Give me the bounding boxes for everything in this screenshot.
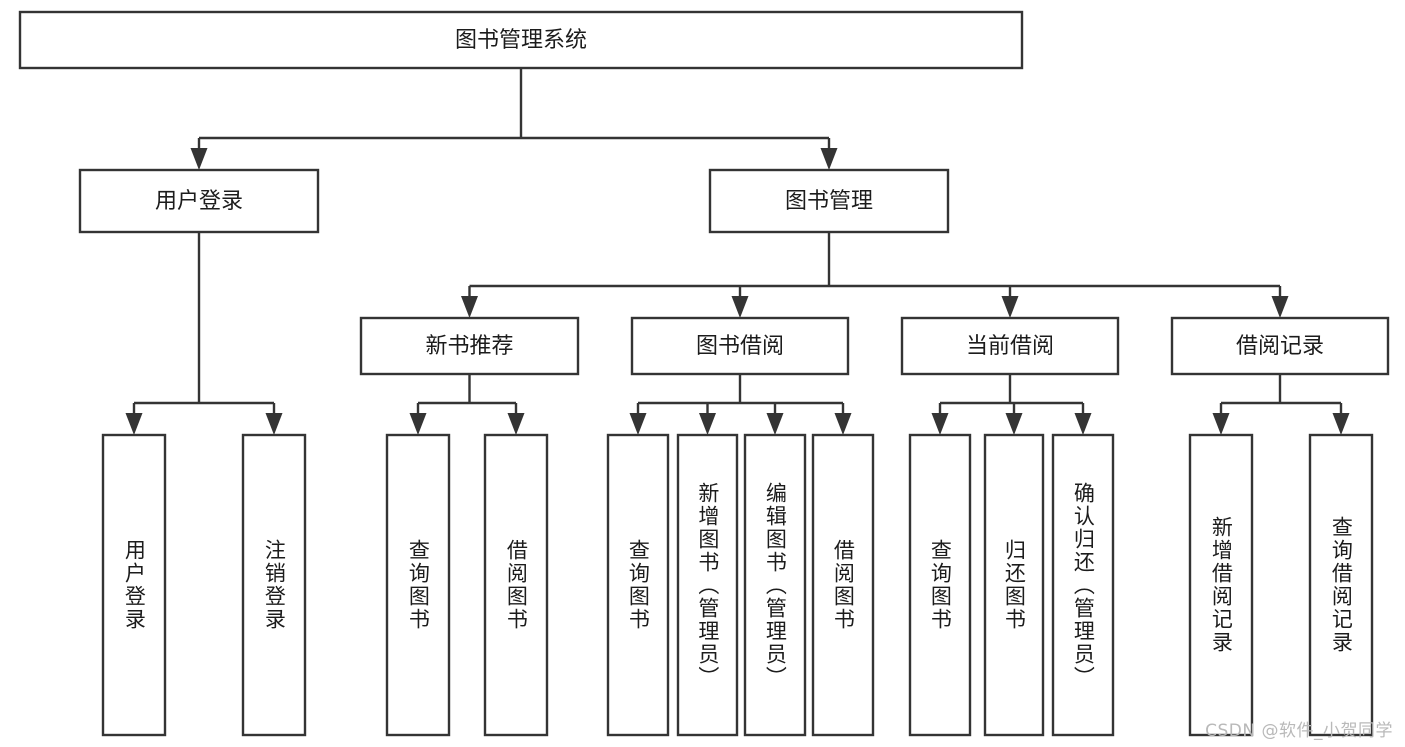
node-leaf-query-book-1[interactable]: 查询图书 xyxy=(385,433,451,737)
node-box xyxy=(908,433,972,737)
node-label-wrap: 归还图书 xyxy=(1002,539,1027,631)
node-box xyxy=(708,168,950,234)
node-label: 图书管理系统 xyxy=(455,28,587,53)
node-box xyxy=(676,433,739,737)
node-label: 用户登录 xyxy=(155,189,243,214)
node-label: 新增借阅记录 xyxy=(1209,516,1234,654)
node-label: 归还图书 xyxy=(1002,539,1027,631)
node-label-wrap: 新增图书（管理员） xyxy=(695,481,720,689)
node-label: 新增图书（管理员） xyxy=(695,481,720,689)
node-label: 编辑图书（管理员） xyxy=(763,481,788,689)
node-label: 确认归还（管理员） xyxy=(1071,481,1096,689)
node-leaf-query-record[interactable]: 查询借阅记录 xyxy=(1308,433,1374,737)
node-label: 借阅图书 xyxy=(504,539,529,631)
node-box xyxy=(1051,433,1115,737)
node-box xyxy=(385,433,451,737)
node-leaf-query-book-2[interactable]: 查询图书 xyxy=(606,433,670,737)
node-box xyxy=(78,168,320,234)
node-label-wrap: 借阅图书 xyxy=(504,539,529,631)
node-leaf-borrow-book-1[interactable]: 借阅图书 xyxy=(483,433,549,737)
node-new-book-rec[interactable]: 新书推荐 xyxy=(359,316,580,376)
node-label-wrap: 查询借阅记录 xyxy=(1329,516,1354,654)
node-label: 新书推荐 xyxy=(425,334,513,359)
node-book-borrow[interactable]: 图书借阅 xyxy=(630,316,850,376)
node-label-wrap: 查询图书 xyxy=(928,539,953,631)
node-label: 查询借阅记录 xyxy=(1329,516,1354,654)
node-label-wrap: 新增借阅记录 xyxy=(1209,516,1234,654)
node-label-wrap: 确认归还（管理员） xyxy=(1071,481,1096,689)
node-label-wrap: 用户登录 xyxy=(122,539,147,631)
node-user-login[interactable]: 用户登录 xyxy=(78,168,320,234)
node-label: 用户登录 xyxy=(122,539,147,631)
connector-layer xyxy=(125,68,1350,435)
node-label: 查询图书 xyxy=(626,539,651,631)
node-layer: 图书管理系统用户登录图书管理新书推荐图书借阅当前借阅借阅记录用户登录注销登录查询… xyxy=(18,10,1390,737)
node-leaf-query-book-3[interactable]: 查询图书 xyxy=(908,433,972,737)
node-label: 借阅记录 xyxy=(1236,334,1324,359)
node-label: 注销登录 xyxy=(262,539,287,631)
node-leaf-add-book[interactable]: 新增图书（管理员） xyxy=(676,433,739,737)
node-label-wrap: 编辑图书（管理员） xyxy=(763,481,788,689)
node-label-wrap: 查询图书 xyxy=(626,539,651,631)
node-box xyxy=(1170,316,1390,376)
node-label-wrap: 借阅图书 xyxy=(831,539,856,631)
node-box xyxy=(811,433,875,737)
node-box xyxy=(1188,433,1254,737)
node-box xyxy=(241,433,307,737)
node-box xyxy=(101,433,167,737)
node-root[interactable]: 图书管理系统 xyxy=(18,10,1024,70)
node-leaf-user-logout[interactable]: 注销登录 xyxy=(241,433,307,737)
node-box xyxy=(743,433,807,737)
node-box xyxy=(1308,433,1374,737)
node-leaf-user-login[interactable]: 用户登录 xyxy=(101,433,167,737)
node-leaf-borrow-book-2[interactable]: 借阅图书 xyxy=(811,433,875,737)
node-label-wrap: 注销登录 xyxy=(262,539,287,631)
node-box xyxy=(900,316,1120,376)
node-label: 借阅图书 xyxy=(831,539,856,631)
node-leaf-return-book[interactable]: 归还图书 xyxy=(983,433,1045,737)
node-box xyxy=(630,316,850,376)
node-book-mgmt[interactable]: 图书管理 xyxy=(708,168,950,234)
node-label: 图书借阅 xyxy=(696,334,784,359)
node-leaf-edit-book[interactable]: 编辑图书（管理员） xyxy=(743,433,807,737)
node-leaf-confirm-return[interactable]: 确认归还（管理员） xyxy=(1051,433,1115,737)
node-borrow-record[interactable]: 借阅记录 xyxy=(1170,316,1390,376)
node-box xyxy=(483,433,549,737)
node-current-borrow[interactable]: 当前借阅 xyxy=(900,316,1120,376)
node-label-wrap: 查询图书 xyxy=(406,539,431,631)
node-box xyxy=(359,316,580,376)
node-label: 查询图书 xyxy=(406,539,431,631)
node-leaf-add-record[interactable]: 新增借阅记录 xyxy=(1188,433,1254,737)
node-label: 查询图书 xyxy=(928,539,953,631)
node-box xyxy=(983,433,1045,737)
node-box xyxy=(606,433,670,737)
node-box xyxy=(18,10,1024,70)
node-label: 图书管理 xyxy=(785,189,873,214)
node-label: 当前借阅 xyxy=(966,334,1054,359)
